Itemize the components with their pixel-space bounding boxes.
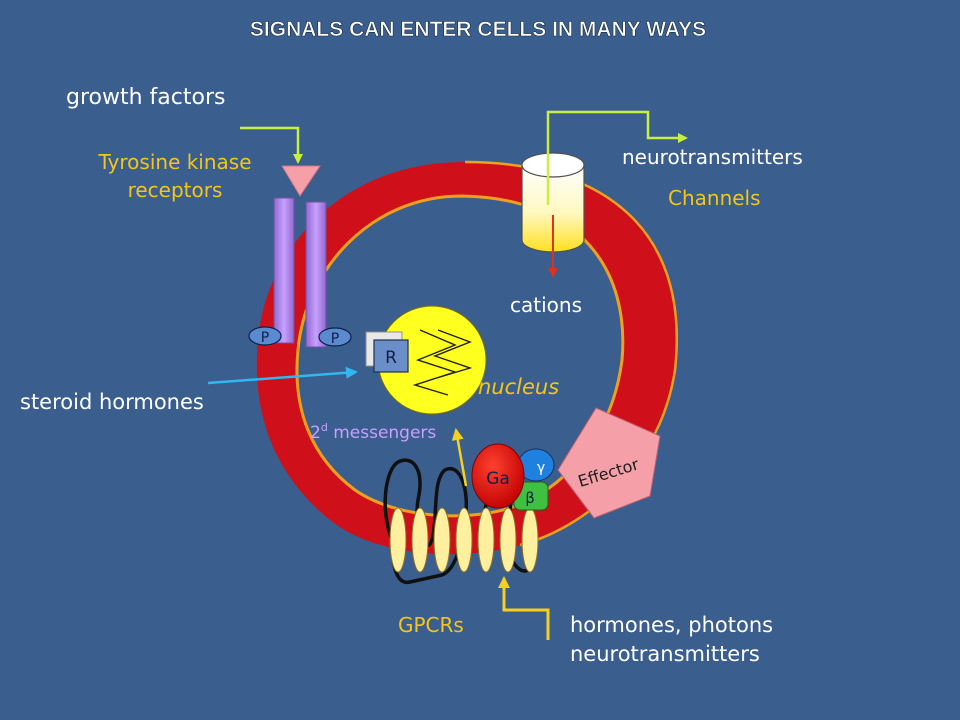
- tyrosine-kinase-receptor: P P: [248, 165, 352, 348]
- g-protein: β γ Ga: [471, 443, 555, 511]
- neurotransmitters-arrow: [546, 110, 688, 205]
- gpcr-receptor: [383, 458, 539, 585]
- tyrosine-kinase-label-1: Tyrosine kinase: [97, 150, 251, 174]
- hormones-label-1: hormones, photons: [570, 613, 773, 637]
- g-beta-label: β: [525, 489, 535, 507]
- channels-label: Channels: [668, 186, 761, 210]
- cations-label: cations: [510, 293, 582, 317]
- nucleus-label: nucleus: [478, 375, 559, 399]
- phospho-right-label: P: [331, 331, 339, 347]
- receptor-box: [373, 339, 409, 373]
- phospho-right-icon: [318, 327, 352, 347]
- receptor-bar-left: [273, 197, 295, 344]
- growth-factor-ligand: [281, 165, 321, 197]
- growth-factors-arrow: [240, 126, 303, 164]
- gpcrs-label: GPCRs: [398, 613, 464, 637]
- slide-title: SIGNALS CAN ENTER CELLS IN MANY WAYS: [250, 18, 706, 41]
- hormones-label-2: neurotransmitters: [570, 642, 760, 666]
- g-alpha-label: Ga: [486, 469, 510, 489]
- phospho-left-label: P: [261, 330, 269, 346]
- phospho-left-icon: [248, 326, 282, 346]
- ion-channel: [521, 152, 585, 253]
- receptor-bar-right: [305, 201, 327, 348]
- receptor-label: R: [385, 348, 397, 368]
- g-gamma-label: γ: [537, 460, 545, 476]
- second-messengers-arrow: [451, 428, 468, 487]
- effector-shape: [557, 407, 661, 519]
- steroid-hormones-label: steroid hormones: [20, 390, 204, 414]
- neurotransmitters-top-label: neurotransmitters: [622, 145, 803, 169]
- dna-squiggle: [412, 329, 473, 396]
- hormones-arrow: [498, 576, 550, 640]
- growth-factors-label: growth factors: [66, 85, 225, 110]
- tyrosine-kinase-label-2: receptors: [128, 178, 223, 202]
- second-messengers-label: 2d messengers: [310, 421, 436, 443]
- steroid-hormones-arrow: [207, 366, 358, 385]
- g-alpha-subunit: [471, 443, 525, 509]
